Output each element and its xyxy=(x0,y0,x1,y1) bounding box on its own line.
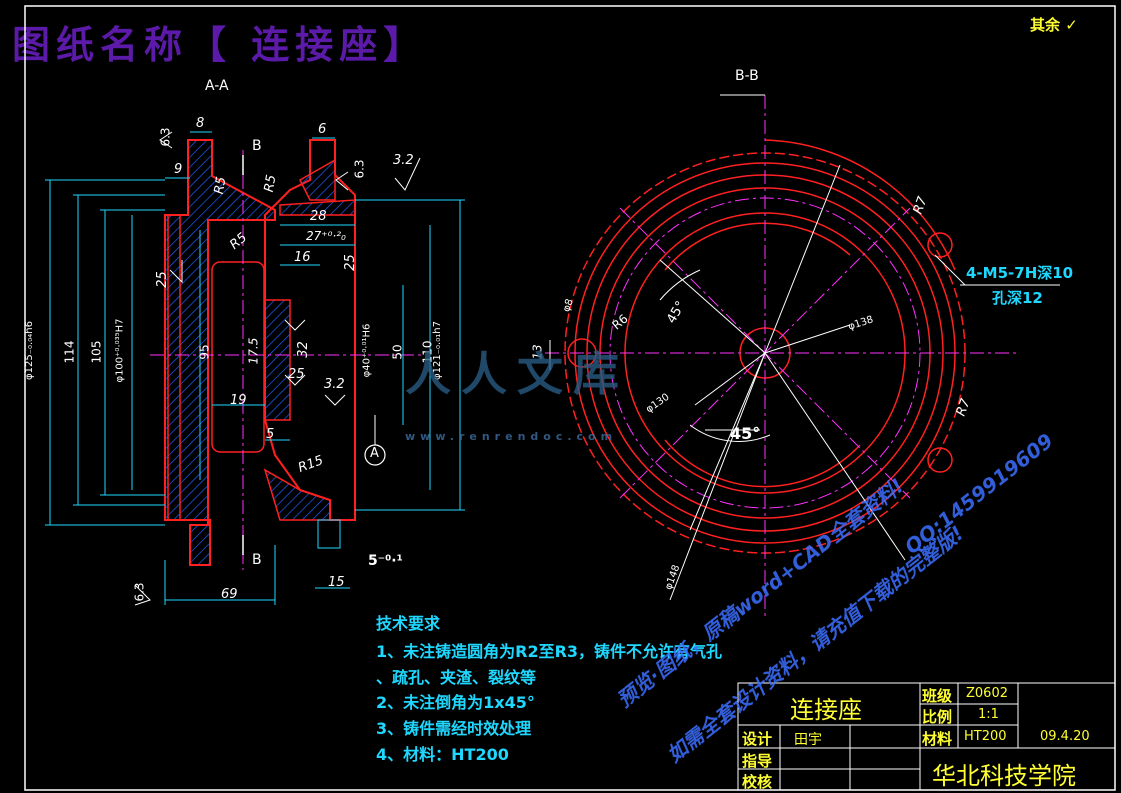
hatched-top-web xyxy=(279,199,356,216)
angle-45-b: 45° xyxy=(730,424,761,443)
dim-16: 16 xyxy=(294,250,311,265)
flange-lip xyxy=(167,214,181,521)
dim-25-b: 25 xyxy=(154,271,170,288)
thread-note-line1: 4-M5-7H深10 xyxy=(966,264,1074,282)
dim-8: 8 xyxy=(196,116,205,131)
chamfer-tolerance: 5⁻⁰·¹ xyxy=(368,553,403,569)
roughness-3-2-a: 3.2 xyxy=(393,153,414,168)
dim-50: 50 xyxy=(390,344,405,360)
section-bb-view xyxy=(545,94,1060,620)
section-aa-view xyxy=(45,131,465,606)
dim-15: 15 xyxy=(328,575,345,590)
title-block-class-label: 班级 xyxy=(922,687,953,705)
title-block-grid xyxy=(737,682,1116,791)
roughness-note: 其余 ✓ xyxy=(1030,14,1078,35)
dim-19: 19 xyxy=(230,393,247,408)
datum-a-label: A xyxy=(370,446,379,461)
bb-inner-slot-top xyxy=(664,222,851,271)
dim-6: 6 xyxy=(318,122,327,137)
title-block-part-name: 连接座 xyxy=(790,696,862,724)
title-block-scale-label: 比例 xyxy=(922,708,953,726)
title-block-designer: 田宇 xyxy=(794,732,822,748)
hatched-inner-boss xyxy=(264,299,291,421)
aa-roughness-symbols xyxy=(134,131,421,606)
bottom-spigot xyxy=(317,519,341,549)
title-block-check-label: 校核 xyxy=(742,773,773,791)
tech-requirement-item: 4、材料：HT200 xyxy=(376,745,509,764)
dim-dia125: φ125₋₀.₀₄h6 xyxy=(23,321,35,380)
roughness-6-3-c: 6.3 xyxy=(132,582,147,602)
hatched-top-rib xyxy=(299,158,336,201)
dim-69: 69 xyxy=(221,587,238,602)
dim-95: 95 xyxy=(197,344,212,360)
dim-105: 105 xyxy=(89,340,104,364)
title-block-date: 09.4.20 xyxy=(1040,729,1090,744)
title-block-material-value: HT200 xyxy=(964,729,1007,744)
hatched-flange xyxy=(164,139,276,566)
bb-outer-profile xyxy=(764,139,956,271)
dim-25-c: 25 xyxy=(288,367,305,382)
watermark-logo: 人人文库 xyxy=(405,347,629,401)
hatched-bottom-rib xyxy=(263,468,331,521)
title-block-scale-value: 1:1 xyxy=(978,707,999,722)
section-bb-label: B-B xyxy=(735,68,759,84)
dim-17-5: 17.5 xyxy=(246,337,261,365)
roughness-3-2-b: 3.2 xyxy=(324,377,345,392)
bb-ear-top xyxy=(927,232,953,258)
roughness-6-3-b: 6.3 xyxy=(352,159,367,179)
cut-label-b-top: B xyxy=(252,138,262,154)
dim-114: 114 xyxy=(62,340,77,364)
dim-5: 5 xyxy=(266,427,275,442)
roughness-note-label: 其余 xyxy=(1030,16,1061,34)
tech-requirements-heading: 技术要求 xyxy=(376,614,441,633)
bb-leader-lines xyxy=(549,94,1060,601)
dim-9: 9 xyxy=(174,162,183,177)
title-block-material-label: 材料 xyxy=(922,730,953,748)
roughness-check-icon: ✓ xyxy=(1065,16,1078,34)
radius-r5-a: R5 xyxy=(211,175,230,196)
title-block-guide-label: 指导 xyxy=(742,752,773,770)
section-aa-label: A-A xyxy=(205,78,229,94)
roughness-6-3-a: 6.3 xyxy=(158,127,173,147)
title-block-design-label: 设计 xyxy=(742,730,773,748)
cut-label-b-bottom: B xyxy=(252,552,262,568)
bb-inner-slot-bottom xyxy=(664,439,861,488)
bb-ear-bottom xyxy=(927,447,953,473)
radius-r5-b: R5 xyxy=(261,173,280,194)
title-block-class-value: Z0602 xyxy=(966,686,1008,701)
dim-32: 32 xyxy=(295,341,311,358)
title-block-school: 华北科技学院 xyxy=(932,762,1076,790)
tech-requirement-item: 、疏孔、夹渣、裂纹等 xyxy=(376,668,537,687)
watermark-url: www.renrendoc.com xyxy=(405,430,618,443)
dim-dia40: φ40⁺⁰·⁰¹H6 xyxy=(361,323,373,378)
dim-27: 27⁺⁰·²₀ xyxy=(306,229,346,243)
dim-25-a: 25 xyxy=(342,254,358,271)
tech-requirement-item: 1、未注铸造圆角为R2至R3，铸件不允许有气孔 xyxy=(376,642,723,661)
drawing-frame xyxy=(24,5,1116,791)
dim-dia100: φ100⁺⁰·⁰³⁵H7 xyxy=(114,318,126,383)
tech-requirement-item: 2、未注倒角为1x45° xyxy=(376,693,535,712)
aa-dimension-lines xyxy=(45,131,465,605)
tech-requirement-item: 3、铸件需经时效处理 xyxy=(376,719,532,738)
dim-28: 28 xyxy=(310,209,327,224)
drawing-title: 图纸名称【 连接座】 xyxy=(12,22,428,67)
inner-cavity xyxy=(211,261,265,453)
thread-note-line2: 孔深12 xyxy=(992,289,1043,307)
